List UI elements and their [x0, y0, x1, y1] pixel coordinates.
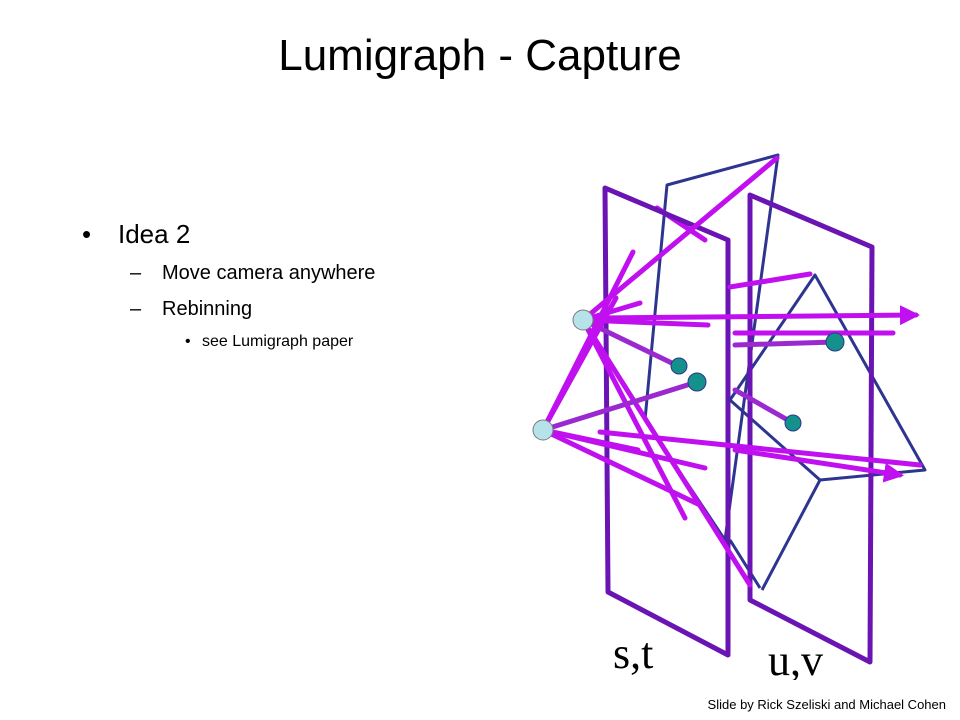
- ray: [540, 427, 703, 508]
- sample-point: [825, 332, 845, 352]
- ray: [597, 305, 920, 326]
- ray: [580, 155, 780, 323]
- ray: [732, 387, 796, 426]
- ray: [732, 447, 904, 483]
- sample-point: [784, 414, 802, 432]
- sample-point: [670, 357, 688, 375]
- diamond-edge: [760, 479, 822, 591]
- slide-title: Lumigraph - Capture: [278, 31, 682, 80]
- bullet-item-idea-2: • Idea 2: [82, 216, 522, 252]
- st-diamond-outline: [643, 153, 780, 542]
- uv-label: u,v: [768, 636, 823, 680]
- ray: [727, 271, 813, 290]
- bullet-list: • Idea 2 – Move camera anywhere – Rebinn…: [82, 216, 522, 354]
- st-plane: [602, 185, 731, 658]
- lumigraph-diagram: s,t u,v: [532, 153, 927, 680]
- sub-bullet-text: Rebinning: [162, 298, 253, 320]
- camera-position: [572, 309, 594, 331]
- ray: [732, 339, 838, 348]
- diamond-edge: [728, 539, 762, 589]
- ray: [540, 295, 619, 433]
- ray: [540, 427, 641, 453]
- sub-sub-bullet-text: see Lumigraph paper: [202, 333, 354, 350]
- ray: [540, 379, 700, 433]
- ray: [580, 317, 753, 588]
- bullet-mark: •: [185, 333, 191, 350]
- camera-position: [532, 419, 554, 441]
- sub-sub-bullet-paper: • see Lumigraph paper: [82, 330, 522, 354]
- bullet-mark: •: [82, 219, 92, 249]
- sample-point: [687, 372, 707, 392]
- slide-credit: Slide by Rick Szeliski and Michael Cohen: [707, 697, 946, 712]
- sub-bullet-move-camera: – Move camera anywhere: [82, 258, 522, 288]
- bullet-text: Idea 2: [118, 219, 191, 249]
- sub-bullet-rebinning: – Rebinning: [82, 294, 522, 324]
- ray: [597, 429, 923, 468]
- dash-mark: –: [130, 298, 142, 320]
- sub-bullet-text: Move camera anywhere: [162, 262, 376, 284]
- ray: [580, 317, 688, 521]
- uv-plane: [747, 192, 875, 665]
- st-label: s,t: [613, 629, 653, 678]
- dash-mark: –: [130, 262, 142, 284]
